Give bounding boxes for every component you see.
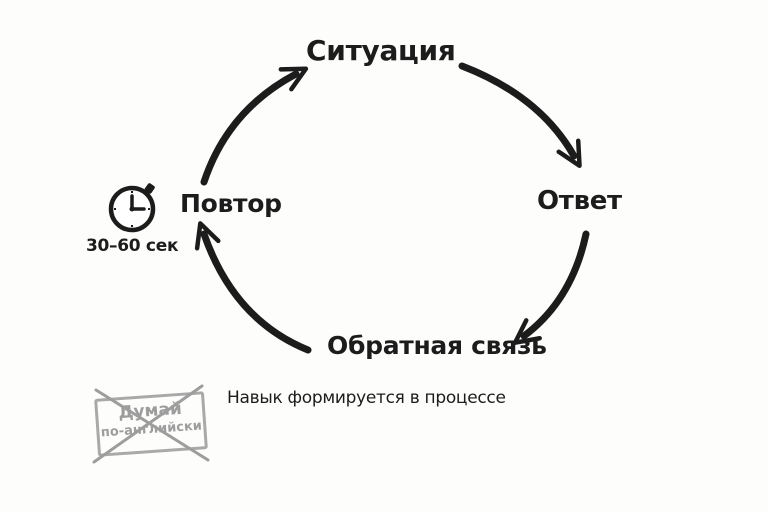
node-feedback: Обратная связь [327,331,547,360]
node-repeat: Повтор [180,189,282,218]
arrow-repeat-to-situation [200,66,309,186]
note-text: Навык формируется в процессе [227,388,506,408]
cross-out-icon [92,384,210,464]
arrow-answer-to-feedback [512,230,590,345]
node-answer: Ответ [537,186,622,216]
stopwatch-icon [108,183,156,233]
timer-label: 30–60 сек [86,236,179,256]
node-situation: Ситуация [306,34,456,67]
arrow-situation-to-answer [458,62,582,168]
stamp: Думай по-английски [90,384,210,464]
arrow-feedback-to-repeat [194,221,312,354]
